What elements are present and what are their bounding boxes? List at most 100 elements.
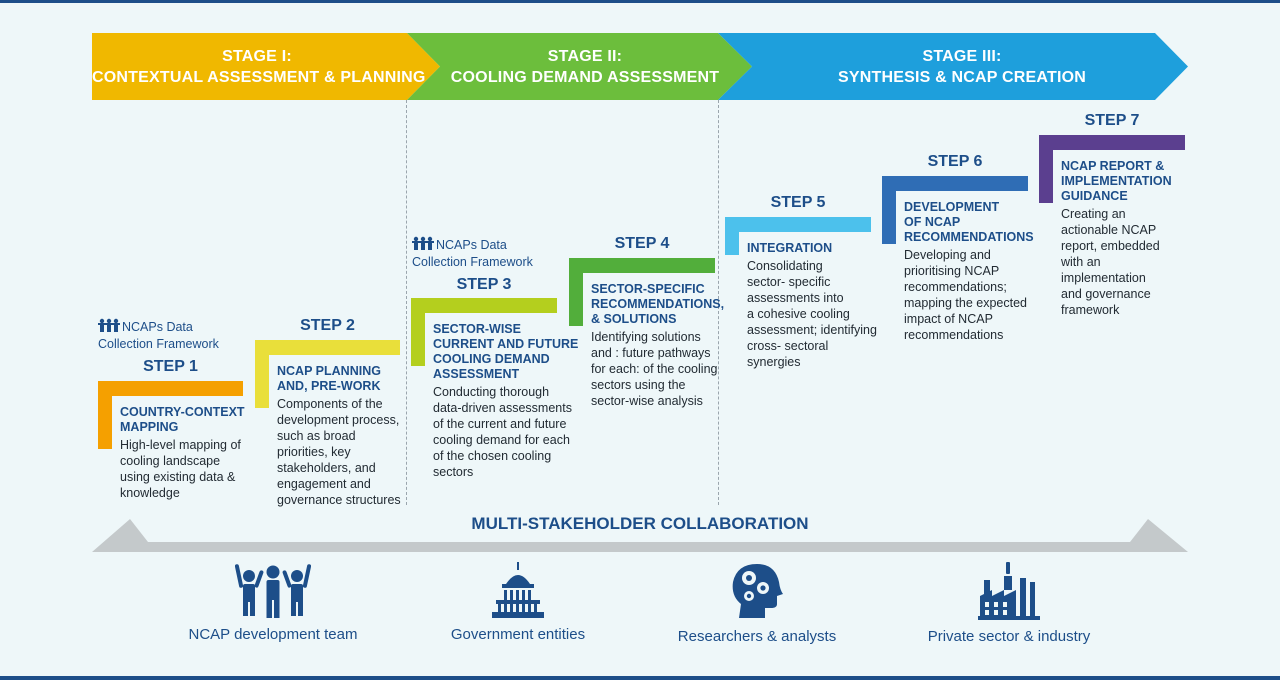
stakeholder-private-sector: Private sector & industry bbox=[899, 560, 1119, 645]
stage-3-arrow bbox=[718, 33, 1188, 100]
step-description-line: sectors bbox=[433, 465, 474, 479]
step-number-label: STEP 7 bbox=[1084, 112, 1140, 129]
stage-divider-2 bbox=[718, 100, 719, 505]
step-number-label: STEP 3 bbox=[456, 276, 512, 293]
step-description-line: engagement and bbox=[277, 477, 371, 491]
step-description-line: of the current and future bbox=[433, 417, 567, 431]
step-title-line: SECTOR-WISE bbox=[433, 322, 521, 336]
step-description-line: High-level mapping of bbox=[120, 438, 241, 452]
top-border bbox=[0, 0, 1280, 3]
step-description-line: framework bbox=[1061, 303, 1120, 317]
step-bar bbox=[1039, 135, 1185, 150]
step-number-label: STEP 4 bbox=[614, 235, 670, 252]
step-description-line: Developing and bbox=[904, 248, 991, 262]
step-description-line: sector- specific bbox=[747, 275, 831, 289]
step-description-line: sectors using the bbox=[591, 378, 686, 392]
stage-3-title: SYNTHESIS & NCAP CREATION bbox=[838, 69, 1086, 86]
step-description-line: for each: of the cooling bbox=[591, 362, 718, 376]
data-framework-line2: Collection Framework bbox=[412, 255, 533, 269]
step-bracket bbox=[411, 298, 425, 366]
collaboration-title: MULTI-STAKEHOLDER COLLABORATION bbox=[471, 514, 809, 533]
stage-2-number: STAGE II: bbox=[547, 48, 623, 65]
step-description-line: of the chosen cooling bbox=[433, 449, 552, 463]
step-description-line: implementation bbox=[1061, 271, 1146, 285]
step-number-label: STEP 1 bbox=[143, 358, 198, 375]
stakeholder-label: Private sector & industry bbox=[927, 628, 1091, 645]
step-description-line: Creating an bbox=[1061, 207, 1126, 221]
step-title-line: RECOMMENDATIONS bbox=[904, 230, 1034, 244]
data-framework-line2: Collection Framework bbox=[98, 337, 219, 351]
data-framework-line1: NCAPs Data bbox=[122, 320, 193, 334]
government-building-icon bbox=[492, 562, 544, 618]
step-title-line: CURRENT AND FUTURE bbox=[433, 337, 579, 351]
step-bracket bbox=[98, 381, 112, 449]
step-description-line: actionable NCAP bbox=[1061, 223, 1157, 237]
stage-3-number: STAGE III: bbox=[922, 48, 1002, 65]
step-title-line: COUNTRY-CONTEXT bbox=[120, 405, 245, 419]
stakeholder-team: NCAP development team bbox=[163, 560, 383, 643]
bottom-border bbox=[0, 676, 1280, 680]
step-bracket bbox=[255, 340, 269, 408]
step-description-line: stakeholders, and bbox=[277, 461, 376, 475]
stakeholder-label: NCAP development team bbox=[188, 626, 358, 643]
step-bar bbox=[569, 258, 715, 273]
collaboration-arrow bbox=[92, 519, 1188, 552]
data-framework-note-1: NCAPs Data Collection Framework bbox=[98, 318, 219, 352]
step-description-line: synergies bbox=[747, 355, 801, 369]
step-bracket bbox=[569, 258, 583, 326]
data-framework-line1: NCAPs Data bbox=[436, 238, 507, 252]
step-title-line: RECOMMENDATIONS, bbox=[591, 297, 725, 311]
step-description-line: assessment; identifying bbox=[747, 323, 877, 337]
stage-2-arrow bbox=[407, 33, 752, 100]
step-description-line: and governance bbox=[1061, 287, 1151, 301]
step-description-line: cross- sectoral bbox=[747, 339, 829, 353]
stage-1-number: STAGE I: bbox=[222, 48, 292, 65]
step-description-line: recommendations bbox=[904, 328, 1004, 342]
step-description-line: data-driven assessments bbox=[433, 401, 572, 415]
step-title-line: NCAP REPORT & bbox=[1061, 159, 1165, 173]
step-title: INTEGRATION bbox=[747, 241, 832, 256]
stage-2-label: STAGE II: COOLING DEMAND ASSESSMENT bbox=[440, 46, 730, 88]
stage-1-label: STAGE I: CONTEXTUAL ASSESSMENT & PLANNIN… bbox=[92, 46, 425, 88]
step-title-line: IMPLEMENTATION bbox=[1061, 174, 1172, 188]
step-description-line: Consolidating bbox=[747, 259, 823, 273]
stage-1-arrow bbox=[92, 33, 440, 100]
stakeholder-label: Government entities bbox=[450, 626, 586, 643]
step-description-line: governance structures bbox=[277, 493, 401, 507]
step-bar bbox=[882, 176, 1028, 191]
step-bar bbox=[255, 340, 400, 355]
step-title-line: INTEGRATION bbox=[747, 241, 833, 255]
step-number-label: STEP 6 bbox=[927, 153, 983, 170]
step-title-line: MAPPING bbox=[120, 420, 179, 434]
step-description-line: a cohesive cooling bbox=[747, 307, 850, 321]
step-description-line: knowledge bbox=[120, 486, 180, 500]
team-icon bbox=[235, 564, 311, 618]
stage-3-label: STAGE III: SYNTHESIS & NCAP CREATION bbox=[752, 46, 1172, 88]
step-description-line: such as broad bbox=[277, 429, 356, 443]
step-bracket bbox=[1039, 135, 1053, 203]
step-bar bbox=[98, 381, 243, 396]
step-description-line: recommendations; bbox=[904, 280, 1007, 294]
step-bar bbox=[411, 298, 557, 313]
step-bracket bbox=[725, 217, 739, 255]
step-description-line: impact of NCAP bbox=[904, 312, 993, 326]
step-description-line: using existing data & bbox=[120, 470, 236, 484]
stage-divider-1 bbox=[406, 100, 407, 505]
step-title-line: & SOLUTIONS bbox=[591, 312, 677, 326]
people-group-icon bbox=[412, 236, 434, 255]
step-title-line: SECTOR-SPECIFIC bbox=[591, 282, 705, 296]
step-description-line: and : future pathways bbox=[591, 346, 711, 360]
step-description-line: cooling demand for each bbox=[433, 433, 570, 447]
step-title-line: NCAP PLANNING bbox=[277, 364, 381, 378]
